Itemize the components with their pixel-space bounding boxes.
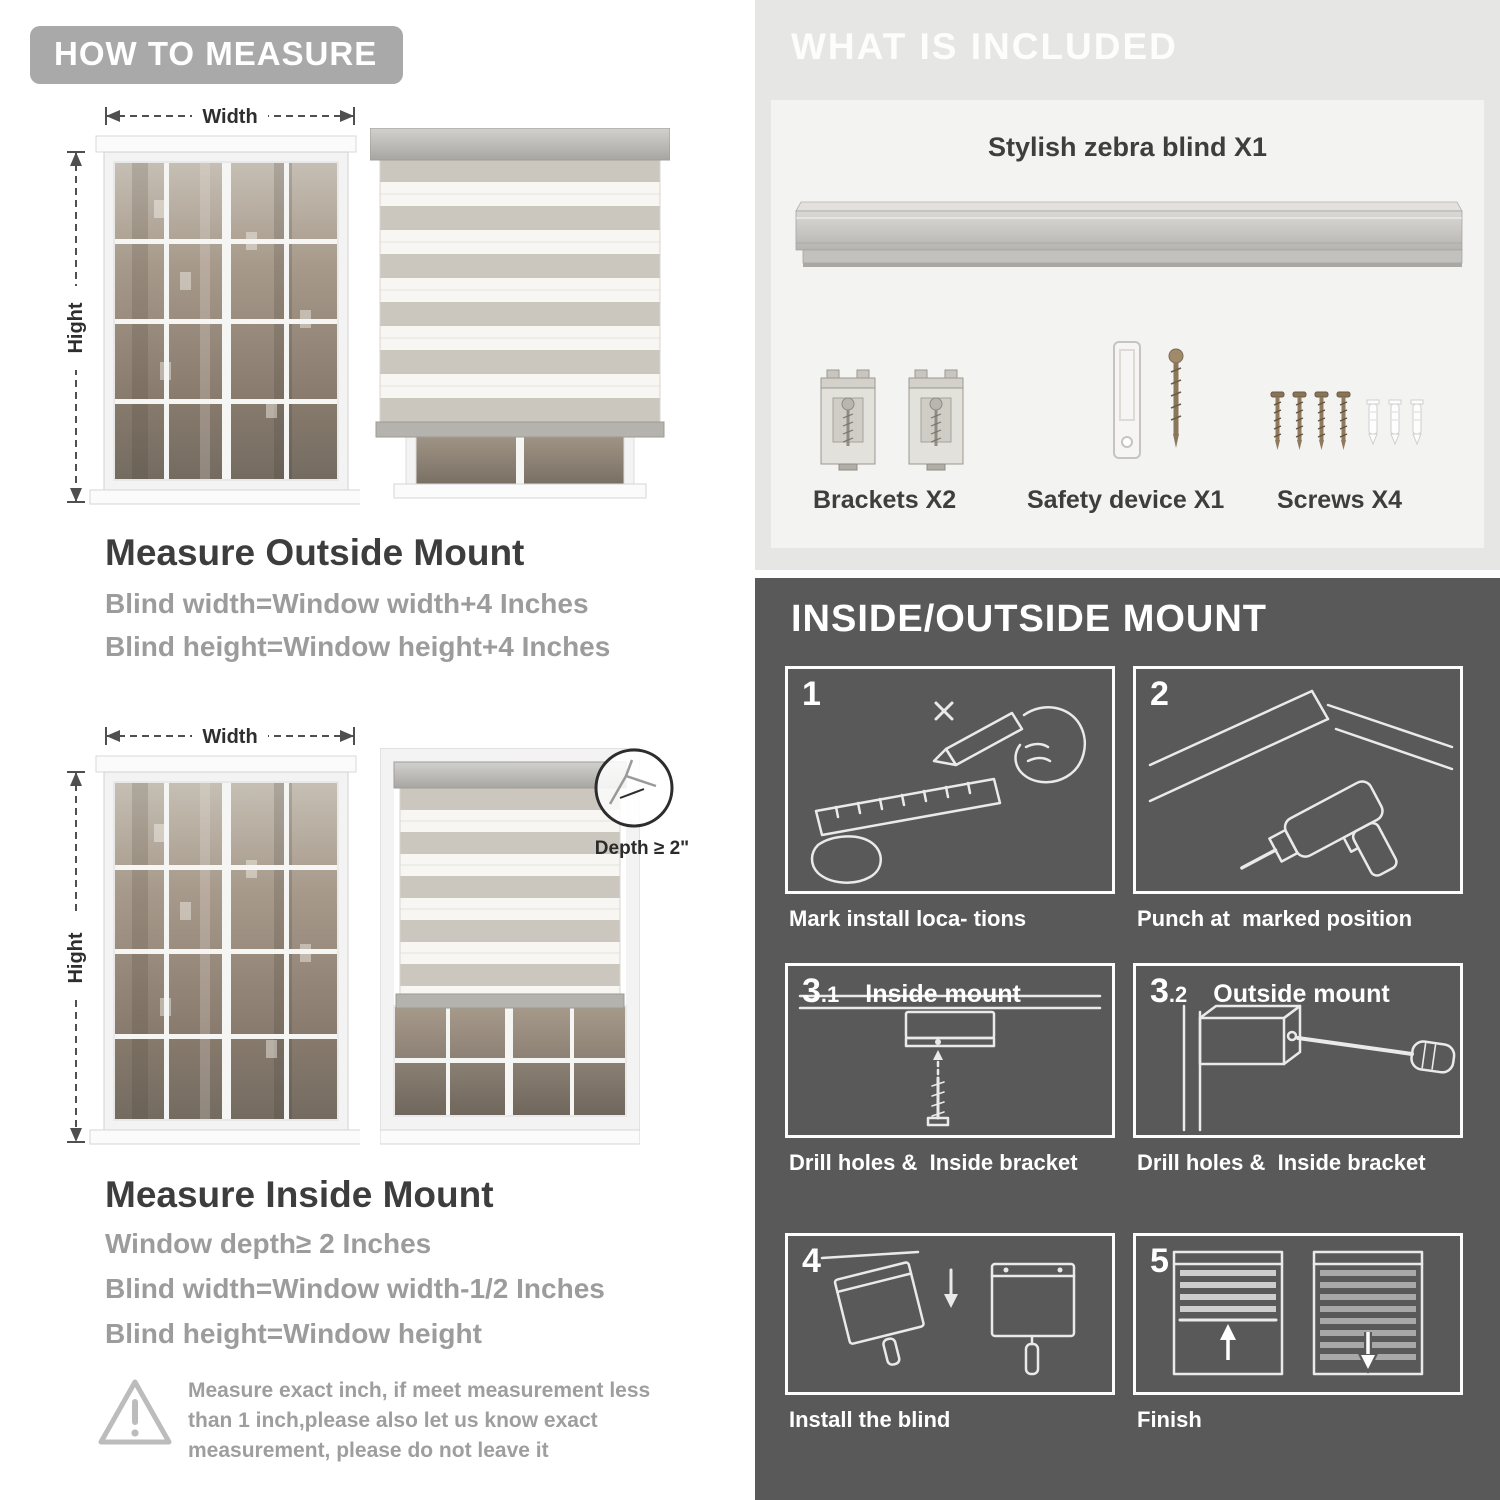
zebra-blind [393,761,627,1009]
product-label: Stylish zebra blind X1 [987,132,1268,162]
outside-mount-title: Measure Outside Mount [105,532,525,573]
step-number-suffix: .2 [1168,982,1188,1007]
how-to-measure-header: HOW TO MEASURE [30,26,404,84]
step-panel-4: 4 [785,1233,1115,1395]
step-panel-5: 5 [1133,1233,1463,1395]
step-panel-3-2: 3.2 Outside mount [1133,963,1463,1138]
window-frame [89,755,360,1145]
screw-icon [1168,348,1184,448]
inside-mount-window-illustration: Width Hight [64,722,360,1145]
anchor-icon [1410,399,1424,445]
window-glazing [393,1005,627,1117]
step-caption-3-2: Drill holes & Inside bracket [1137,1150,1426,1175]
anchor-icon [1366,399,1380,445]
install-blind-art [820,1250,1076,1376]
screw-icon [1313,390,1330,452]
inside-bracket-art [798,994,1102,1127]
screw-icon [1335,390,1352,452]
step-head: 3.1 Inside mount [802,974,1021,1008]
step-label: Outside mount [1213,980,1390,1008]
step-head: 3.2 Outside mount [1150,974,1390,1008]
step-panel-3-1: 3.1 Inside mount [785,963,1115,1138]
zebra-blind-inside-mount-illustration [380,748,640,1145]
mark-locations-art [810,701,1087,884]
outside-bracket-art [1182,1004,1456,1132]
window-behind-blind [393,427,647,499]
anchor-icon [1388,399,1402,445]
inside-mount-title: Measure Inside Mount [105,1174,494,1215]
step-number: 5 [1150,1242,1169,1280]
step-caption-5: Finish [1137,1407,1202,1432]
depth-label: Depth ≥ 2" [595,838,689,859]
screw-icon [1269,390,1286,452]
step-panel-1: 1 [785,666,1115,894]
brackets-illustration [819,368,965,472]
zebra-blind-outside-mount-illustration [370,128,670,499]
inside-mount-line-2: Blind width=Window width-1/2 Inches [105,1273,605,1304]
window-sill [380,1129,640,1145]
step-number: 2 [1150,675,1169,713]
step-number-suffix: .1 [820,982,840,1007]
what-is-included-section: WHAT IS INCLUDED Stylish zebra blind X1 [755,0,1500,570]
mount-guide-section: INSIDE/OUTSIDE MOUNT 1 [755,578,1500,1500]
step-caption-1: Mark install loca- tions [789,906,1027,931]
depth-callout: Depth ≥ 2" [594,748,689,859]
outside-mount-line-2: Blind height=Window height+4 Inches [105,631,611,662]
included-card [771,100,1484,548]
step-label: Inside mount [865,980,1021,1008]
step-caption-2: Punch at marked position [1137,906,1413,931]
height-label: Hight [65,932,87,983]
outside-mount-window-illustration: Width Hight [64,102,360,505]
safety-device-label: Safety device X1 [1027,486,1225,514]
step-number: 1 [802,675,821,713]
bracket-icon [907,368,965,472]
inside-mount-line-1: Window depth≥ 2 Inches [105,1228,432,1259]
drill-art [1148,689,1454,877]
width-label: Width [202,106,257,128]
height-label: Hight [65,302,87,353]
width-label: Width [202,726,257,748]
step-number: 3 [1150,972,1169,1010]
safety-device-illustration [1113,341,1184,459]
headrail-illustration [795,201,1463,267]
screws-label: Screws X4 [1277,486,1403,514]
step-caption-4: Install the blind [789,1407,951,1432]
outside-mount-line-1: Blind width=Window width+4 Inches [105,588,589,619]
screw-icon [1291,390,1308,452]
step-number: 4 [802,1242,821,1280]
step-caption-3-1: Drill holes & Inside bracket [789,1150,1078,1175]
measurement-warning-note: Measure exact inch, if meet measurement … [188,1379,651,1462]
window-frame [89,135,360,505]
warning-triangle-icon [98,1379,172,1445]
finish-art [1172,1250,1424,1376]
bracket-icon [819,368,877,472]
inside-mount-line-3: Blind height=Window height [105,1318,482,1349]
screws-illustration [1269,390,1424,452]
brackets-label: Brackets X2 [813,486,957,514]
magnifier-circle-icon [594,748,674,828]
zebra-blind [370,128,670,438]
what-is-included-header: WHAT IS INCLUDED [791,26,1178,67]
mount-guide-header: INSIDE/OUTSIDE MOUNT [791,598,1268,640]
step-panel-2: 2 [1133,666,1463,894]
step-number: 3 [802,972,821,1010]
